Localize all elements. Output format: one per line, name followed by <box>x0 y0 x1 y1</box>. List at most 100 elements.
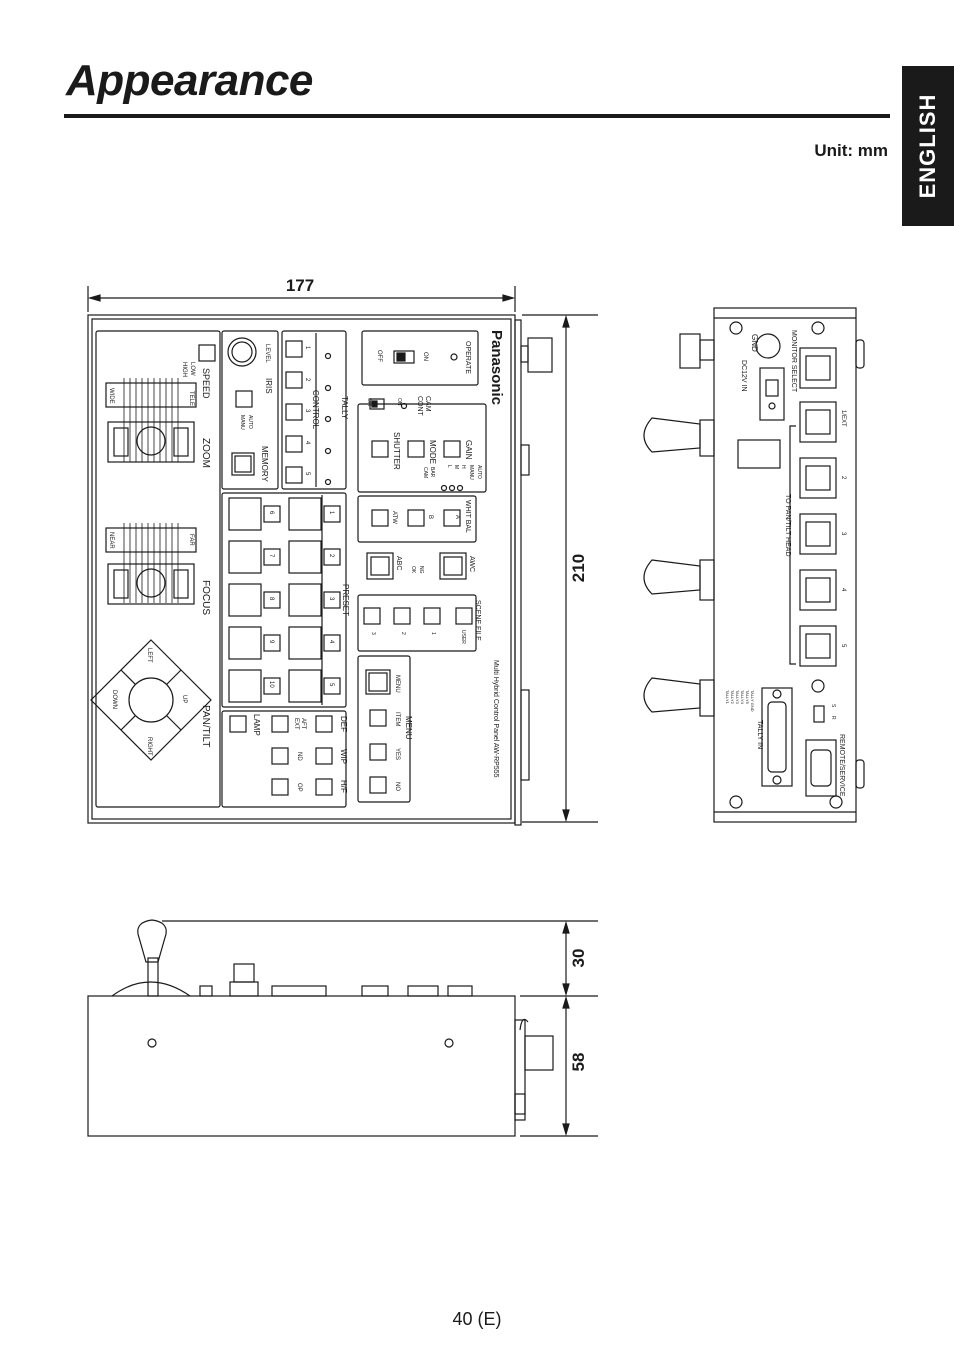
camcont-off-label: OFF <box>366 398 372 408</box>
port-1-ext-label: 1/EXT <box>840 410 846 427</box>
speed-high-label: HIGH <box>181 362 187 377</box>
preset-number-10: 10 <box>268 681 274 688</box>
model-label: Multi Hybrid Control Panel AW-RP555 <box>492 660 499 778</box>
focus-label: FOCUS <box>200 580 211 615</box>
control-number-1: 1 <box>304 346 310 350</box>
wip-label: WIP <box>339 749 348 764</box>
brand-logo-text: Panasonic <box>488 330 505 405</box>
pantilt-down-label: DOWN <box>111 690 117 709</box>
scene-item-2: 2 <box>400 632 406 635</box>
zoom-tele-label: TELE <box>188 391 194 406</box>
white-bal-b-label: B <box>427 515 433 519</box>
operate-on-label: ON <box>422 352 428 361</box>
preset-number-2: 2 <box>328 554 334 558</box>
hf-label: H/F <box>339 780 348 793</box>
gain-label: GAIN <box>464 440 473 460</box>
op-label: OP <box>296 783 302 792</box>
rear-panel-view: GND DC12V IN MONITOR SELECT 1/EXT 2 3 4 … <box>643 307 865 823</box>
dimension-depth-label: 210 <box>569 554 588 582</box>
dimension-width: 177 <box>87 276 516 312</box>
zoom-wide-label: WIDE <box>108 388 114 404</box>
ng-label: NG <box>418 566 424 574</box>
white-bal-label: WHIT BAL <box>464 500 471 533</box>
menu-label: MENU <box>404 716 413 740</box>
scene-item-3: 3 <box>370 632 376 635</box>
scene-user-label: USER <box>460 630 466 644</box>
pantilt-up-label: UP <box>181 695 187 703</box>
memory-label: MEMORY <box>260 446 269 483</box>
ok-label: OK <box>410 566 416 574</box>
ext-label: EXT <box>293 718 299 730</box>
preset-number-9: 9 <box>268 640 274 644</box>
white-bal-atw-label: ATW <box>391 511 397 524</box>
preset-number-6: 6 <box>268 511 274 515</box>
menu-no-label: NO <box>394 782 400 791</box>
port-4-label: 4 <box>840 588 846 592</box>
menu-yes-label: YES <box>394 748 400 760</box>
focus-far-label: FAR <box>188 534 194 546</box>
switch-r-label: R <box>830 716 836 720</box>
control-number-4: 4 <box>304 441 310 445</box>
mode-m-label: M <box>453 465 459 469</box>
shutter-label: SHUTTER <box>392 432 401 470</box>
camcont-on-label: ON <box>396 398 402 406</box>
iris-auto-label: AUTO <box>247 415 253 429</box>
preset-number-8: 8 <box>268 597 274 601</box>
mode-label: MODE <box>428 440 437 464</box>
nd-label: ND <box>296 752 302 761</box>
page-title: Appearance <box>66 56 313 105</box>
operate-off-label: OFF <box>376 350 382 362</box>
control-label: CONTROL <box>311 390 320 430</box>
control-number-5: 5 <box>304 472 310 476</box>
operate-label: OPERATE <box>464 341 471 374</box>
dimension-height-lever-label: 30 <box>569 949 588 968</box>
abc-label: ABC <box>395 556 402 570</box>
focus-near-label: NEAR <box>108 532 114 549</box>
preset-number-4: 4 <box>328 640 334 644</box>
language-tab: ENGLISH <box>902 66 954 226</box>
port-3-label: 3 <box>840 532 846 536</box>
iris-manu-label: MANU <box>239 415 245 430</box>
switch-s-label: S <box>830 704 836 708</box>
tally-label: TALLY <box>340 396 349 420</box>
dimension-width-label: 177 <box>286 276 314 295</box>
tally-in-label: TALLY IN <box>756 720 763 749</box>
gnd-label: GND <box>750 334 759 352</box>
scene-file-label: SCENE FILE <box>474 600 481 641</box>
zoom-label: ZOOM <box>200 438 211 468</box>
mode-cam-label: CAM <box>422 467 428 478</box>
lamp-label: LAMP <box>252 714 261 736</box>
pantilt-label: PAN/TILT <box>200 705 211 747</box>
tally-pin-2: TALLY2 <box>730 690 735 705</box>
port-2-label: 2 <box>840 476 846 480</box>
pantilt-right-label: RIGHT <box>146 737 152 756</box>
gain-manu-label: MANU <box>468 465 474 480</box>
white-bal-a-label: A <box>454 515 460 519</box>
remote-service-label: REMOTE/SERVICE <box>838 734 845 797</box>
control-number-3: 3 <box>304 409 310 413</box>
mode-h-label: H <box>460 465 466 469</box>
mode-bar-label: BAR <box>429 467 435 478</box>
preset-label: PRESET <box>341 584 350 616</box>
mode-l-label: L <box>446 465 452 468</box>
aft-label: AFT <box>300 718 306 730</box>
preset-number-7: 7 <box>268 554 274 558</box>
unit-label: Unit: mm <box>814 141 888 160</box>
front-panel-view: SPEED LOW HIGH WIDE TELE ZOOM <box>87 314 553 826</box>
to-pantilt-head-label: TO PAN/TILT HEAD <box>784 494 791 557</box>
tally-pin-5: TALLY5 <box>745 690 750 705</box>
dimension-height: 30 58 <box>162 920 598 1137</box>
preset-number-5: 5 <box>328 683 334 687</box>
preset-number-1: 1 <box>328 511 334 515</box>
iris-level-label: LEVEL <box>264 344 270 363</box>
title-rule <box>64 114 890 118</box>
menu-item-label: ITEM <box>394 712 400 726</box>
control-number-2: 2 <box>304 378 310 382</box>
scene-item-1: 1 <box>430 632 436 635</box>
monitor-select-label: MONITOR SELECT <box>790 330 797 393</box>
preset-number-3: 3 <box>328 597 334 601</box>
speed-low-label: LOW <box>189 362 195 376</box>
tally-pin-4: TALLY4 <box>740 690 745 705</box>
side-view <box>87 919 554 1137</box>
